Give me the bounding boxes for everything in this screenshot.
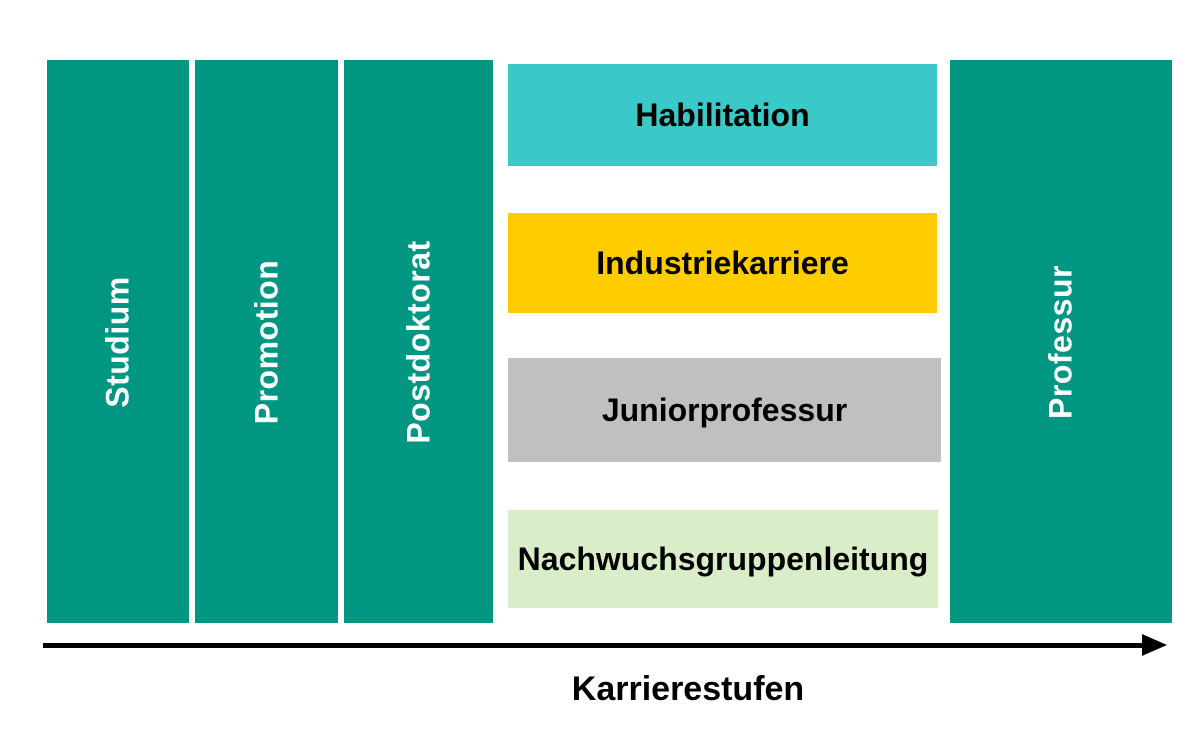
path-label-industriekarriere: Industriekarriere: [596, 244, 849, 281]
timeline-arrowhead-icon: [1142, 634, 1167, 656]
path-bar-habilitation: Habilitation: [508, 64, 937, 166]
path-label-habilitation: Habilitation: [635, 96, 810, 133]
stage-label-promotion: Promotion: [248, 259, 284, 424]
axis-title: Karrierestufen: [571, 670, 805, 708]
stage-label-postdoktorat: Postdoktorat: [400, 239, 436, 444]
stage-bar-professur: Professur: [950, 60, 1172, 623]
stage-bar-promotion: Promotion: [195, 60, 338, 623]
path-bar-nachwuchsgruppenleitung: Nachwuchsgruppenleitung: [508, 510, 938, 608]
stage-label-professur: Professur: [1042, 264, 1079, 419]
path-label-juniorprofessur: Juniorprofessur: [601, 391, 848, 428]
path-label-nachwuchsgruppenleitung: Nachwuchsgruppenleitung: [517, 540, 929, 577]
stage-bar-postdoktorat: Postdoktorat: [344, 60, 493, 623]
stage-bar-studium: Studium: [47, 60, 189, 623]
path-bar-juniorprofessur: Juniorprofessur: [508, 358, 941, 462]
timeline-arrow-line: [43, 643, 1145, 648]
stage-label-studium: Studium: [99, 275, 136, 408]
path-bar-industriekarriere: Industriekarriere: [508, 213, 937, 313]
